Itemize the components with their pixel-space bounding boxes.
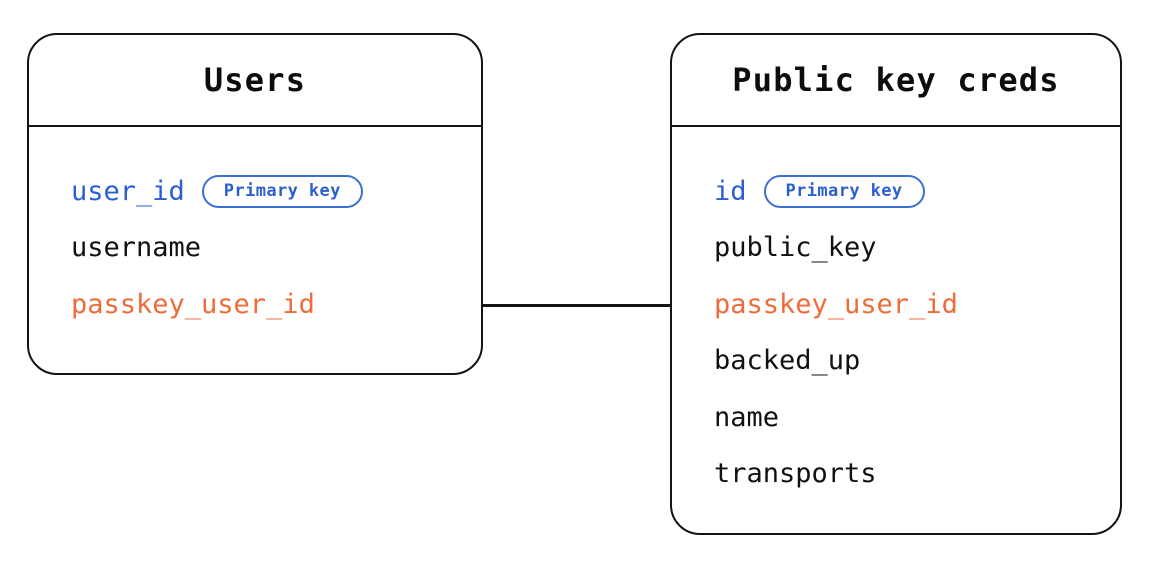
entity-public-key-creds[interactable]: Public key creds id Primary key public_k… (670, 33, 1122, 535)
field-row-public-key[interactable]: public_key (672, 220, 1120, 277)
field-row-passkey-user-id[interactable]: passkey_user_id (29, 276, 481, 333)
entity-users[interactable]: Users user_id Primary key username passk… (27, 33, 483, 375)
field-row-transports[interactable]: transports (672, 446, 1120, 503)
entity-users-header: Users (29, 35, 481, 127)
field-row-passkey-user-id[interactable]: passkey_user_id (672, 276, 1120, 333)
field-name-backed-up: backed_up (714, 345, 861, 377)
field-name-passkey-user-id: passkey_user_id (71, 288, 315, 320)
field-row-name[interactable]: name (672, 389, 1120, 446)
field-name-user-id: user_id (71, 175, 185, 207)
primary-key-badge: Primary key (763, 174, 925, 208)
field-row-username[interactable]: username (29, 220, 481, 277)
field-name-name: name (714, 401, 780, 433)
field-name-public-key: public_key (714, 232, 877, 264)
field-name-id: id (714, 175, 747, 207)
primary-key-badge-label: Primary key (223, 180, 341, 201)
entity-public-key-creds-field-list: id Primary key public_key passkey_user_i… (672, 127, 1120, 502)
field-row-user-id[interactable]: user_id Primary key (29, 163, 481, 220)
entity-public-key-creds-title: Public key creds (732, 61, 1060, 99)
field-row-id[interactable]: id Primary key (672, 163, 1120, 220)
field-row-backed-up[interactable]: backed_up (672, 333, 1120, 390)
field-name-transports: transports (714, 458, 877, 490)
primary-key-badge-label: Primary key (785, 180, 903, 201)
entity-users-field-list: user_id Primary key username passkey_use… (29, 127, 481, 333)
field-name-passkey-user-id: passkey_user_id (714, 288, 958, 320)
field-name-username: username (71, 232, 202, 264)
relationship-line-users-to-public-key-creds[interactable] (483, 304, 670, 307)
entity-public-key-creds-header: Public key creds (672, 35, 1120, 127)
primary-key-badge: Primary key (201, 174, 363, 208)
entity-users-title: Users (203, 61, 307, 99)
